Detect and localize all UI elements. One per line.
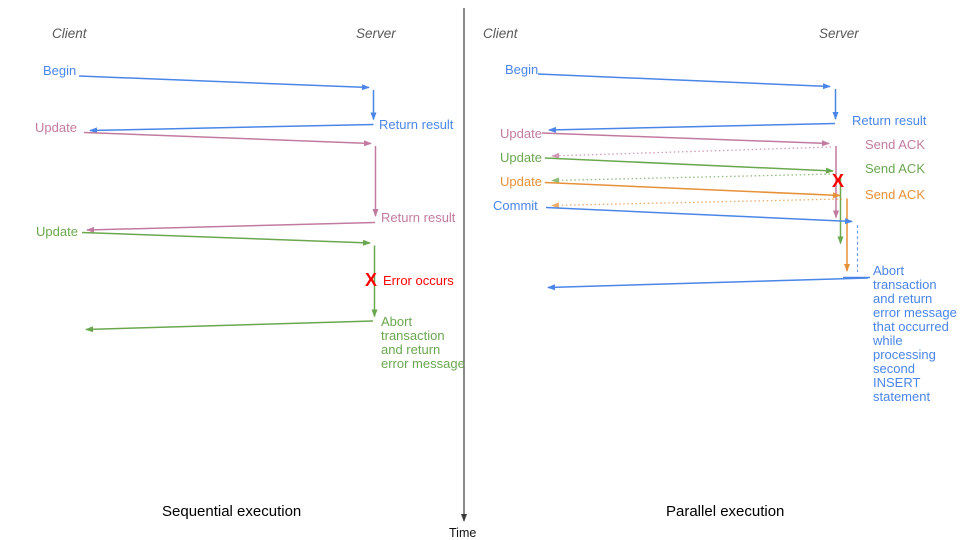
seq-return-result-1-label: Return result — [379, 117, 454, 132]
par-update-1-request-arrow — [541, 132, 830, 147]
par-client-header: Client — [483, 26, 518, 41]
par-send-ack-2-label: Send ACK — [865, 161, 925, 176]
par-send-ack-3-label: Send ACK — [865, 187, 925, 202]
par-title: Parallel execution — [666, 503, 785, 520]
seq-return-result-1-arrow — [89, 123, 374, 134]
time-axis-label: Time — [449, 526, 477, 540]
seq-return-result-2-label: Return result — [381, 210, 456, 225]
seq-update-2-request-arrow — [81, 231, 371, 246]
par-update-2-request-arrow — [544, 157, 834, 174]
par-return-result-label: Return result — [852, 113, 927, 128]
par-update-3-label: Update — [500, 174, 542, 189]
seq-client-header: Client — [52, 26, 87, 41]
seq-server-header: Server — [356, 26, 396, 41]
par-server-header: Server — [819, 26, 859, 41]
seq-abort-return-arrow — [85, 320, 374, 333]
seq-error-label: Error occurs — [383, 273, 454, 288]
par-begin-label: Begin — [505, 62, 539, 77]
par-commit-label: Commit — [493, 198, 538, 213]
par-error-x-icon: X — [832, 171, 845, 191]
par-update-2-label: Update — [500, 150, 542, 165]
par-commit-request-arrow — [545, 206, 853, 225]
par-send-ack-3-arrow — [551, 198, 843, 209]
seq-return-result-2-arrow — [86, 221, 376, 233]
par-send-ack-1-label: Send ACK — [865, 137, 925, 152]
seq-error-x-icon: X — [365, 270, 378, 290]
par-update-1-label: Update — [500, 126, 542, 141]
seq-update-2-label: Update — [36, 224, 78, 239]
seq-update-1-label: Update — [35, 120, 77, 135]
seq-begin-request-arrow — [78, 75, 370, 91]
par-send-ack-1-arrow — [551, 146, 832, 159]
par-update-3-request-arrow — [544, 181, 841, 199]
par-begin-request-arrow — [537, 73, 831, 90]
seq-update-1-request-arrow — [83, 131, 372, 147]
par-abort-return-arrow — [547, 277, 869, 291]
seq-begin-label: Begin — [43, 63, 77, 78]
par-return-result-arrow — [548, 122, 836, 133]
par-abort-note: Abort transaction and return error messa… — [873, 263, 957, 404]
par-send-ack-2-arrow — [551, 173, 835, 184]
seq-title: Sequential execution — [162, 503, 302, 520]
seq-abort-note: Abort transaction and return error messa… — [381, 314, 465, 371]
